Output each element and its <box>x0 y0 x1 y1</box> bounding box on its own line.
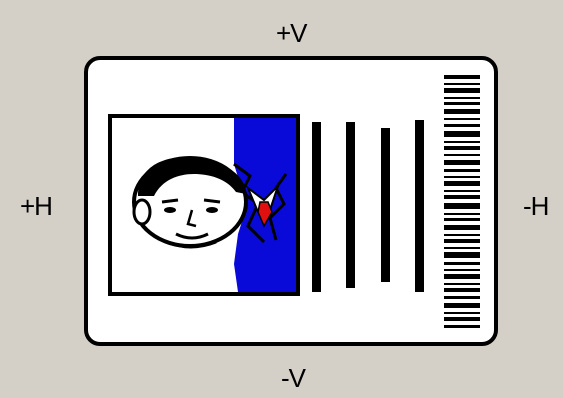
barcode-icon <box>0 0 563 398</box>
card-orientation-diagram: +V -V +H -H <box>0 0 563 398</box>
